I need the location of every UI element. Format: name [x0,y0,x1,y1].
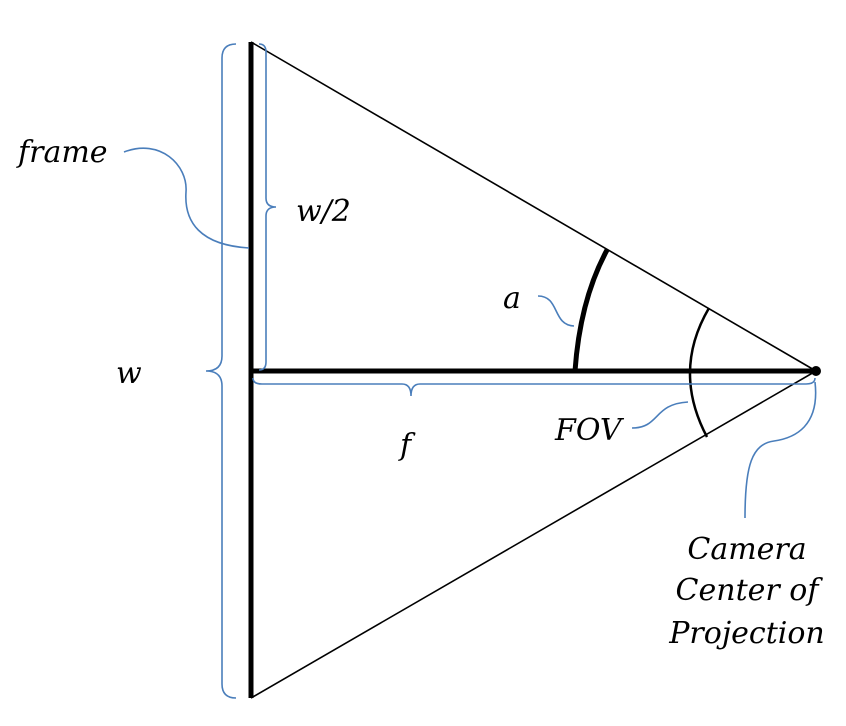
width-brace [205,43,237,699]
fov-label: FOV [554,413,625,448]
fov-leader [631,401,689,429]
half-width-brace [258,43,277,371]
focal-brace [252,377,816,397]
half-angle-arc [572,248,610,372]
angle-label: a [503,281,521,316]
frame-label: frame [16,135,108,170]
focal-label: f [398,428,416,463]
camera-label-line2: Center of [676,573,824,608]
frame-leader [123,147,250,249]
lower-ray-line [250,370,817,699]
width-label: w [116,356,142,391]
angle-leader [537,295,575,327]
camera-label-line1: Camera [687,532,806,567]
upper-ray-line [250,41,817,372]
fov-arc [688,307,711,438]
camera-center-point [811,366,821,376]
half-width-label: w/2 [296,194,351,229]
camera-leader [744,381,817,519]
camera-label-line3: Projection [668,616,824,651]
